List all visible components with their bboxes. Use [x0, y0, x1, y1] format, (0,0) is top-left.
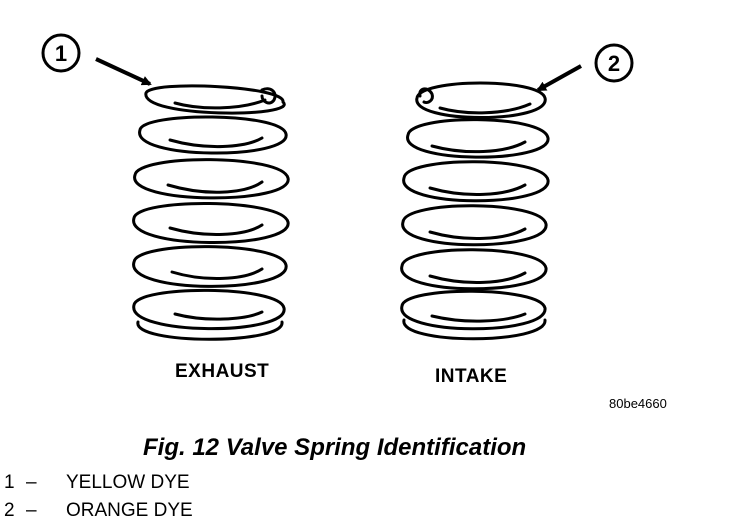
legend-item: 2 – ORANGE DYE	[4, 500, 193, 522]
callout-2-number: 2	[608, 51, 620, 76]
callout-1-number: 1	[55, 41, 67, 66]
intake-label: INTAKE	[435, 366, 508, 387]
callout-1: 1	[41, 33, 152, 86]
legend-text: YELLOW DYE	[66, 472, 190, 493]
legend-separator: –	[26, 500, 37, 521]
figure-code: 80be4660	[609, 396, 667, 411]
exhaust-spring	[132, 84, 290, 341]
legend-item: 1 – YELLOW DYE	[4, 472, 190, 494]
legend-separator: –	[26, 472, 37, 493]
legend-text: ORANGE DYE	[66, 500, 193, 521]
valve-spring-diagram: 1 2	[41, 33, 634, 341]
figure-caption: Fig. 12 Valve Spring Identification	[143, 434, 527, 461]
exhaust-label: EXHAUST	[175, 361, 270, 382]
callout-2: 2	[536, 43, 634, 92]
legend-number: 1	[4, 472, 15, 493]
legend-number: 2	[4, 500, 15, 521]
intake-spring	[400, 81, 550, 341]
